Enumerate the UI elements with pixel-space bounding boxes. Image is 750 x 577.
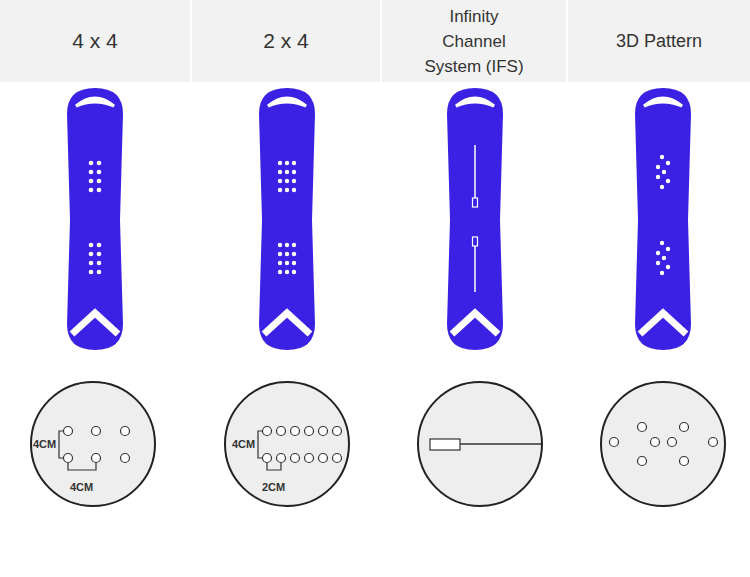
nose-highlight bbox=[456, 98, 494, 106]
detail-circle bbox=[225, 382, 349, 506]
insert-holes bbox=[89, 161, 102, 275]
channel bbox=[473, 145, 478, 292]
header-cell: 4 x 4 bbox=[0, 0, 190, 82]
board-body bbox=[447, 88, 503, 350]
header-cell: Infinity Channel System (IFS) bbox=[382, 0, 566, 82]
tail-chevron bbox=[72, 313, 118, 334]
snowboard bbox=[447, 88, 503, 350]
insert-holes bbox=[656, 155, 670, 275]
snowboard bbox=[259, 88, 315, 350]
tail-chevron bbox=[264, 313, 310, 334]
board-body bbox=[67, 88, 123, 350]
nose-highlight bbox=[644, 98, 682, 106]
dimension-label: 4CM bbox=[232, 438, 255, 451]
dimension-label: 2CM bbox=[262, 481, 285, 494]
insert-holes bbox=[278, 161, 296, 274]
tail-chevron bbox=[640, 313, 686, 334]
column-heading: Infinity Channel System (IFS) bbox=[416, 4, 532, 79]
board-body bbox=[259, 88, 315, 350]
dimension-bracket bbox=[258, 431, 262, 458]
nose-highlight bbox=[76, 98, 114, 106]
dimension-bracket bbox=[267, 463, 281, 470]
snowboard bbox=[635, 88, 691, 350]
nose-highlight bbox=[268, 98, 306, 106]
dimension-bracket bbox=[68, 463, 96, 470]
snowboard bbox=[67, 88, 123, 350]
column-heading: 3D Pattern bbox=[616, 28, 702, 54]
column-heading: 2 x 4 bbox=[263, 28, 309, 54]
dimension-bracket bbox=[59, 431, 63, 458]
column-heading: 4 x 4 bbox=[72, 28, 118, 54]
detail-circle bbox=[31, 382, 155, 506]
dimension-label: 4CM bbox=[70, 481, 93, 494]
header-cell: 2 x 4 bbox=[192, 0, 380, 82]
detail-circle bbox=[601, 382, 725, 506]
dimension-label: 4CM bbox=[33, 438, 56, 451]
header-cell: 3D Pattern bbox=[568, 0, 750, 82]
tail-chevron bbox=[452, 313, 498, 334]
board-body bbox=[635, 88, 691, 350]
detail-circle bbox=[418, 382, 542, 506]
